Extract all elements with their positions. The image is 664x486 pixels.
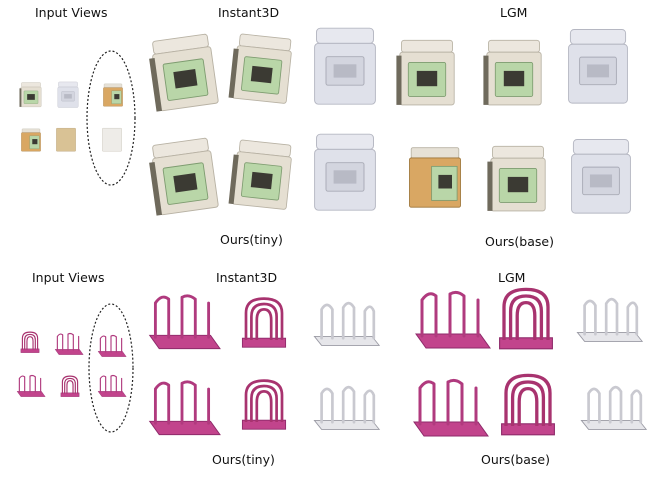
top-ours-base-label: Ours(base) xyxy=(485,234,554,249)
top-input-view-5 xyxy=(56,128,76,152)
bottom-ours-base-view-1 xyxy=(412,378,490,438)
bottom-instant3d-view-3 xyxy=(313,301,381,347)
top-input-views-label: Input Views xyxy=(35,5,108,20)
bottom-lgm-view-3 xyxy=(576,297,644,343)
bottom-ours-tiny-label: Ours(tiny) xyxy=(212,452,275,467)
top-input-view-6 xyxy=(102,128,122,152)
top-selection-ellipse xyxy=(86,50,136,186)
bottom-ours-base-view-2 xyxy=(499,373,557,437)
top-ours-base-view-3 xyxy=(571,139,631,214)
bottom-ours-base-label: Ours(base) xyxy=(481,452,550,467)
top-ours-base-view-1 xyxy=(409,147,461,208)
bottom-ours-tiny-view-1 xyxy=(148,380,222,437)
top-lgm-view-2 xyxy=(482,39,542,106)
bottom-input-view-6 xyxy=(97,374,127,398)
top-instant3d-view-2 xyxy=(228,32,294,105)
bottom-ours-base-view-3 xyxy=(580,385,648,431)
bottom-instant3d-label: Instant3D xyxy=(216,270,278,285)
bottom-ours-tiny-view-2 xyxy=(241,379,287,431)
top-input-view-4 xyxy=(21,128,41,152)
bottom-lgm-label: LGM xyxy=(498,270,526,285)
bottom-lgm-view-2 xyxy=(497,287,555,351)
bottom-input-view-4 xyxy=(16,374,46,398)
top-lgm-view-1 xyxy=(395,39,455,106)
top-ours-tiny-label: Ours(tiny) xyxy=(220,232,283,247)
bottom-ours-tiny-view-3 xyxy=(313,385,381,431)
top-ours-base-view-2 xyxy=(486,145,546,212)
top-ours-tiny-view-3 xyxy=(314,133,376,211)
bottom-input-views-label: Input Views xyxy=(32,270,105,285)
top-lgm-view-3 xyxy=(568,29,628,104)
top-input-view-2 xyxy=(57,81,79,108)
bottom-selection-ellipse xyxy=(88,303,134,433)
top-lgm-label: LGM xyxy=(500,5,528,20)
top-input-view-3 xyxy=(103,83,123,107)
top-ours-tiny-view-2 xyxy=(228,138,294,211)
bottom-lgm-view-1 xyxy=(414,290,492,350)
bottom-input-view-5 xyxy=(60,375,80,398)
top-input-view-1 xyxy=(19,82,42,108)
top-instant3d-label: Instant3D xyxy=(218,5,280,20)
top-ours-tiny-view-1 xyxy=(146,137,219,217)
bottom-input-view-2 xyxy=(54,332,84,356)
bottom-input-view-1 xyxy=(20,331,40,354)
top-instant3d-view-3 xyxy=(314,27,376,105)
bottom-instant3d-view-1 xyxy=(148,294,222,351)
top-instant3d-view-1 xyxy=(146,33,219,113)
bottom-instant3d-view-2 xyxy=(241,297,287,349)
bottom-input-view-3 xyxy=(97,334,127,358)
